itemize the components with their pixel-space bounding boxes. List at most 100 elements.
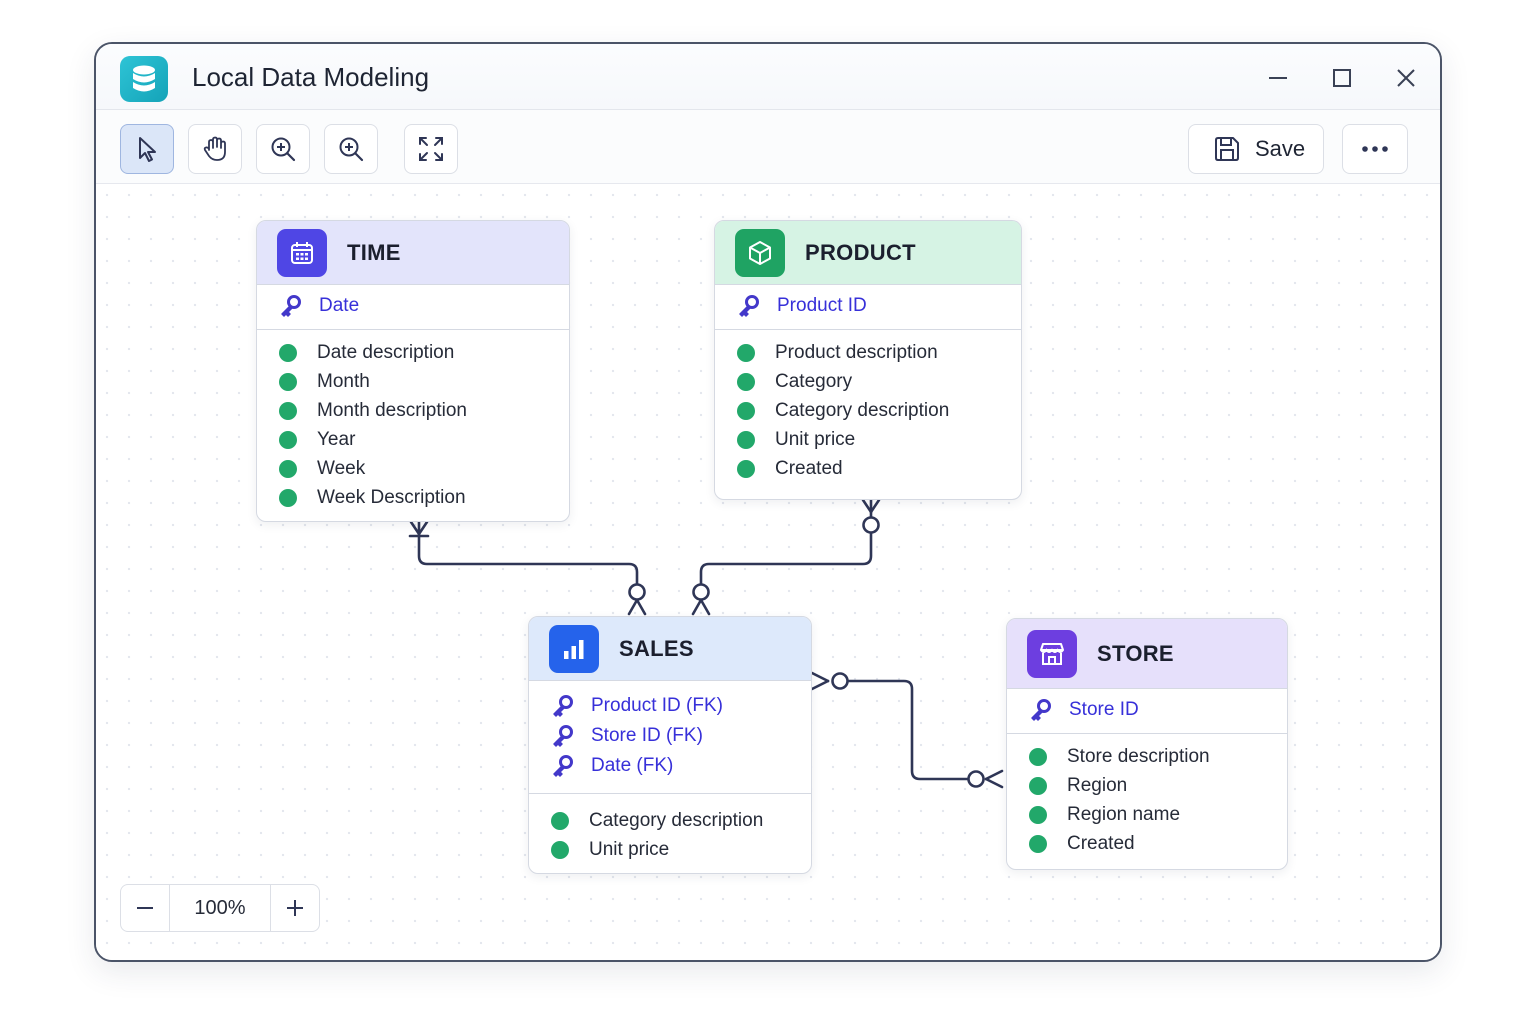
pan-tool-button[interactable] (188, 124, 242, 174)
select-tool-button[interactable] (120, 124, 174, 174)
attribute-label: Year (317, 428, 356, 450)
key-icon (1029, 697, 1055, 723)
key-field[interactable]: Store ID (FK) (529, 721, 811, 751)
entity-header[interactable]: SALES (529, 617, 811, 681)
key-section: Product ID (715, 285, 1021, 330)
relationship-time-sales (417, 520, 639, 586)
attribute-dot (1029, 805, 1047, 824)
zoom-out-button[interactable] (121, 885, 169, 931)
zoom-control: 100% (120, 884, 320, 932)
entity-header[interactable]: STORE (1007, 619, 1287, 689)
key-field[interactable]: Date (257, 291, 569, 321)
key-field[interactable]: Store ID (1007, 695, 1287, 725)
attribute-dot (737, 401, 755, 420)
attribute-field[interactable]: Region (1007, 771, 1287, 800)
attribute-label: Unit price (775, 428, 856, 450)
attribute-label: Category description (589, 809, 764, 831)
entity-product[interactable]: PRODUCT Product ID Product description C… (714, 220, 1022, 500)
attribute-dot (737, 372, 755, 391)
attribute-field[interactable]: Month (257, 367, 569, 396)
bar-chart-icon (549, 624, 599, 673)
attribute-dot (279, 430, 297, 449)
attribute-field[interactable]: Created (715, 454, 1021, 483)
zoom-out-tool-button[interactable] (324, 124, 378, 174)
floppy-disk-icon (1215, 137, 1239, 161)
attribute-label: Created (1067, 832, 1135, 854)
attribute-dot (737, 459, 755, 478)
attribute-field[interactable]: Category description (529, 806, 811, 835)
key-icon (551, 753, 577, 779)
cursor-arrow-icon (139, 137, 156, 162)
attribute-field[interactable]: Category (715, 367, 1021, 396)
save-label: Save (1255, 136, 1306, 161)
attribute-label: Category description (775, 399, 950, 421)
diagram-canvas[interactable]: TIME Date Date description Month Month d… (96, 184, 1440, 960)
attribute-dot (551, 811, 569, 830)
entity-store[interactable]: STORE Store ID Store description Region … (1006, 618, 1288, 870)
attribute-field[interactable]: Category description (715, 396, 1021, 425)
key-field-label: Date (319, 295, 360, 316)
attribute-field[interactable]: Unit price (529, 835, 811, 864)
fit-view-tool-button[interactable] (404, 124, 458, 174)
attribute-field[interactable]: Store description (1007, 742, 1287, 771)
zoom-in-tool-button[interactable] (256, 124, 310, 174)
attribute-dot (737, 343, 755, 362)
key-icon (737, 293, 763, 319)
key-field-label: Date (FK) (591, 755, 674, 776)
key-field-label: Product ID (777, 295, 867, 316)
key-icon (551, 693, 577, 719)
key-field-label: Store ID (FK) (591, 725, 703, 746)
attribute-label: Week (317, 457, 366, 479)
entity-name: STORE (1097, 640, 1174, 666)
hand-icon (203, 136, 226, 161)
zoom-in-icon (271, 137, 296, 162)
attribute-dot (737, 430, 755, 449)
attribute-label: Month (317, 370, 370, 392)
attribute-field[interactable]: Created (1007, 829, 1287, 858)
zoom-in-button[interactable] (271, 885, 319, 931)
attribute-dot (279, 372, 297, 391)
save-button[interactable]: Save (1188, 124, 1324, 174)
key-field[interactable]: Product ID (FK) (529, 691, 811, 721)
entity-name: SALES (619, 635, 694, 661)
attribute-dot (551, 840, 569, 859)
box-icon (735, 228, 785, 277)
attribute-section: Category description Unit price (529, 794, 811, 873)
attribute-field[interactable]: Date description (257, 338, 569, 367)
attribute-section: Store description Region Region name Cre… (1007, 734, 1287, 866)
key-field[interactable]: Product ID (715, 291, 1021, 321)
minimize-button[interactable] (1258, 58, 1298, 98)
entity-header[interactable]: PRODUCT (715, 221, 1021, 285)
entity-header[interactable]: TIME (257, 221, 569, 285)
database-icon (120, 56, 168, 102)
attribute-dot (1029, 776, 1047, 795)
attribute-field[interactable]: Unit price (715, 425, 1021, 454)
zoom-level: 100% (169, 885, 271, 931)
entity-time[interactable]: TIME Date Date description Month Month d… (256, 220, 570, 522)
key-field-label: Product ID (FK) (591, 695, 723, 716)
attribute-field[interactable]: Region name (1007, 800, 1287, 829)
attribute-section: Product description Category Category de… (715, 330, 1021, 491)
attribute-label: Region name (1067, 803, 1181, 825)
close-button[interactable] (1386, 58, 1426, 98)
key-section: Store ID (1007, 689, 1287, 734)
attribute-field[interactable]: Year (257, 425, 569, 454)
relationship-sales-store (844, 679, 970, 781)
key-field[interactable]: Date (FK) (529, 751, 811, 781)
entity-sales[interactable]: SALES Product ID (FK) Store ID (FK) Date… (528, 616, 812, 874)
attribute-field[interactable]: Product description (715, 338, 1021, 367)
app-window: Local Data Modeling (94, 42, 1442, 962)
attribute-dot (1029, 834, 1047, 853)
key-icon (279, 293, 305, 319)
more-options-button[interactable] (1342, 124, 1408, 174)
attribute-dot (279, 459, 297, 478)
attribute-field[interactable]: Week (257, 454, 569, 483)
key-icon (551, 723, 577, 749)
attribute-dot (279, 488, 297, 507)
attribute-field[interactable]: Month description (257, 396, 569, 425)
more-horizontal-icon (1362, 146, 1388, 152)
minus-icon (137, 907, 153, 909)
maximize-button[interactable] (1322, 58, 1362, 98)
attribute-label: Created (775, 457, 843, 479)
attribute-field[interactable]: Week Description (257, 483, 569, 512)
